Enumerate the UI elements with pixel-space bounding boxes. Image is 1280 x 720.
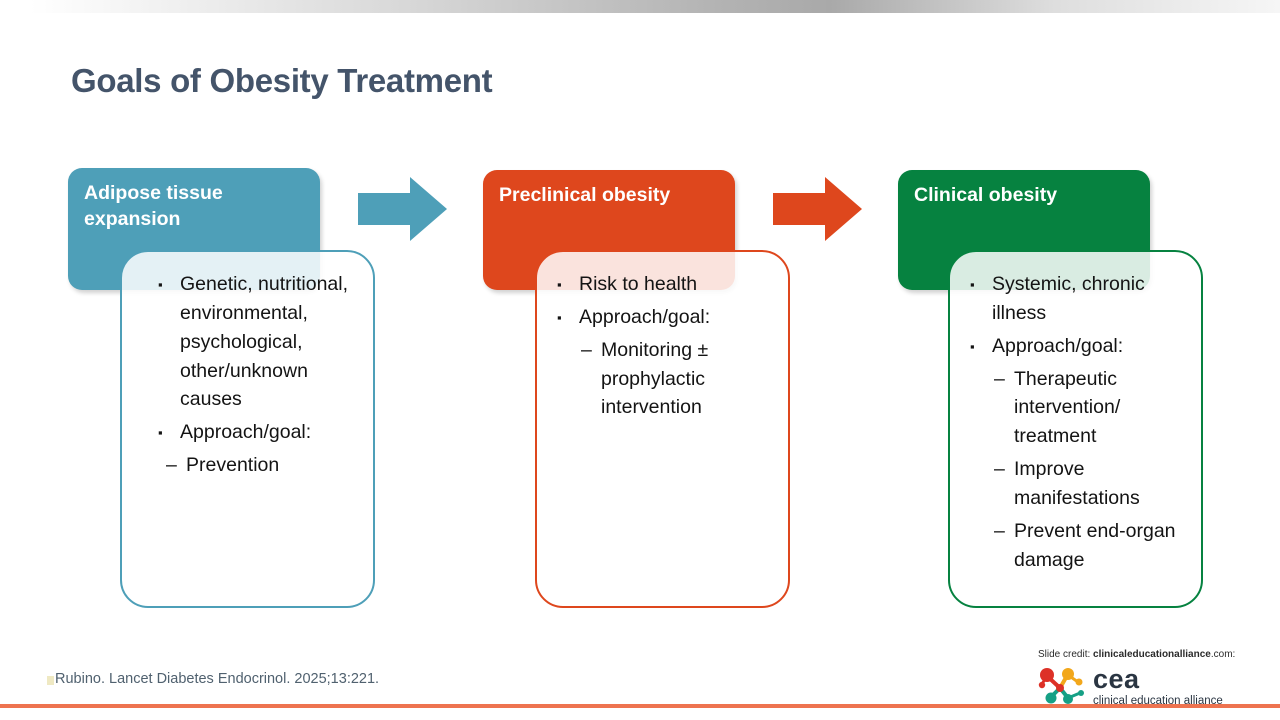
bullet-item: –Prevent end-organ damage: [970, 517, 1191, 575]
citation-text: Rubino. Lancet Diabetes Endocrinol. 2025…: [55, 671, 380, 687]
bullet-text: Prevention: [186, 454, 280, 477]
square-bullet-marker: ▪: [970, 277, 975, 292]
bullet-item: –Prevention: [158, 451, 363, 480]
bullet-item: ▪ Approach/goal:: [158, 418, 363, 447]
bullet-list: ▪ Risk to health ▪ Approach/goal: –Monitorin…: [537, 270, 778, 422]
bullet-item: ▪ Approach/goal:: [557, 303, 778, 332]
column-body-clinical: ▪ Systemic, chronic illness ▪ Approach/goal…: [948, 250, 1203, 608]
dash-bullet-marker: –: [994, 458, 1005, 481]
square-bullet-marker: ▪: [970, 338, 975, 354]
slide-credit-block: Slide credit: clinicaleducationalliance.…: [1038, 649, 1268, 707]
top-gradient-bar: [30, 0, 1280, 13]
right-arrow-icon-teal: [358, 176, 448, 242]
square-bullet-marker: ▪: [557, 277, 562, 292]
bullet-item: ▪ Approach/goal:: [970, 332, 1191, 361]
bullet-text: Approach/goal:: [992, 334, 1124, 357]
bullet-list: ▪ Systemic, chronic illness ▪ Approach/goal…: [950, 270, 1191, 575]
bullet-item: ▪ Genetic, nutritional, environmental, ps…: [158, 270, 363, 414]
bullet-text: Therapeutic intervention/​treatment: [1014, 367, 1121, 448]
bullet-item: –Therapeutic intervention/​treatment: [970, 365, 1191, 452]
bullet-text: Prevent end-organ damage: [1014, 519, 1176, 571]
bullet-text: Monitoring ± prophylactic intervention: [601, 338, 709, 419]
bullet-text: Improve manifestations: [1014, 458, 1140, 510]
cea-logo-name: cea: [1093, 664, 1140, 694]
square-bullet-marker: ▪: [158, 425, 163, 441]
cea-logo-text: cea clinical education alliance: [1093, 666, 1223, 707]
square-bullet-marker: ▪: [158, 277, 163, 292]
credit-source: clinicaleducationalliance: [1093, 649, 1211, 660]
bullet-text: Approach/goal:: [180, 421, 312, 444]
bullet-item: –Monitoring ± prophylactic intervention: [557, 336, 778, 423]
bullet-item: –Improve manifestations: [970, 455, 1191, 513]
dash-bullet-marker: –: [994, 519, 1005, 542]
citation-tick-mark: [47, 676, 54, 685]
right-arrow-icon-orange: [773, 176, 863, 242]
dash-bullet-marker: –: [581, 338, 592, 361]
dash-bullet-marker: –: [166, 454, 177, 477]
slide-credit-line: Slide credit: clinicaleducationalliance.…: [1038, 649, 1268, 660]
bullet-text: Approach/goal:: [579, 305, 711, 328]
cea-logo-tagline: clinical education alliance: [1093, 694, 1223, 707]
column-body-adipose: ▪ Genetic, nutritional, environmental, ps…: [120, 250, 375, 608]
dash-bullet-marker: –: [994, 367, 1005, 390]
bullet-text: Systemic, chronic illness: [992, 273, 1145, 324]
square-bullet-marker: ▪: [557, 309, 562, 325]
bullet-item: ▪ Risk to health: [557, 270, 778, 299]
credit-prefix: Slide credit:: [1038, 649, 1094, 660]
bullet-list: ▪ Genetic, nutritional, environmental, ps…: [122, 270, 363, 480]
page-title: Goals of Obesity Treatment: [71, 62, 493, 99]
cea-molecule-icon: [1038, 668, 1084, 704]
bullet-text: Genetic, nutritional, environmental, psy…: [180, 273, 349, 411]
bullet-text: Risk to health: [579, 273, 698, 295]
bullet-item: ▪ Systemic, chronic illness: [970, 270, 1191, 328]
credit-suffix: .com:: [1210, 649, 1236, 660]
column-body-preclinical: ▪ Risk to health ▪ Approach/goal: –Monitorin…: [535, 250, 790, 608]
cea-logo: cea clinical education alliance: [1038, 666, 1223, 710]
bottom-accent-line: [0, 704, 1280, 708]
